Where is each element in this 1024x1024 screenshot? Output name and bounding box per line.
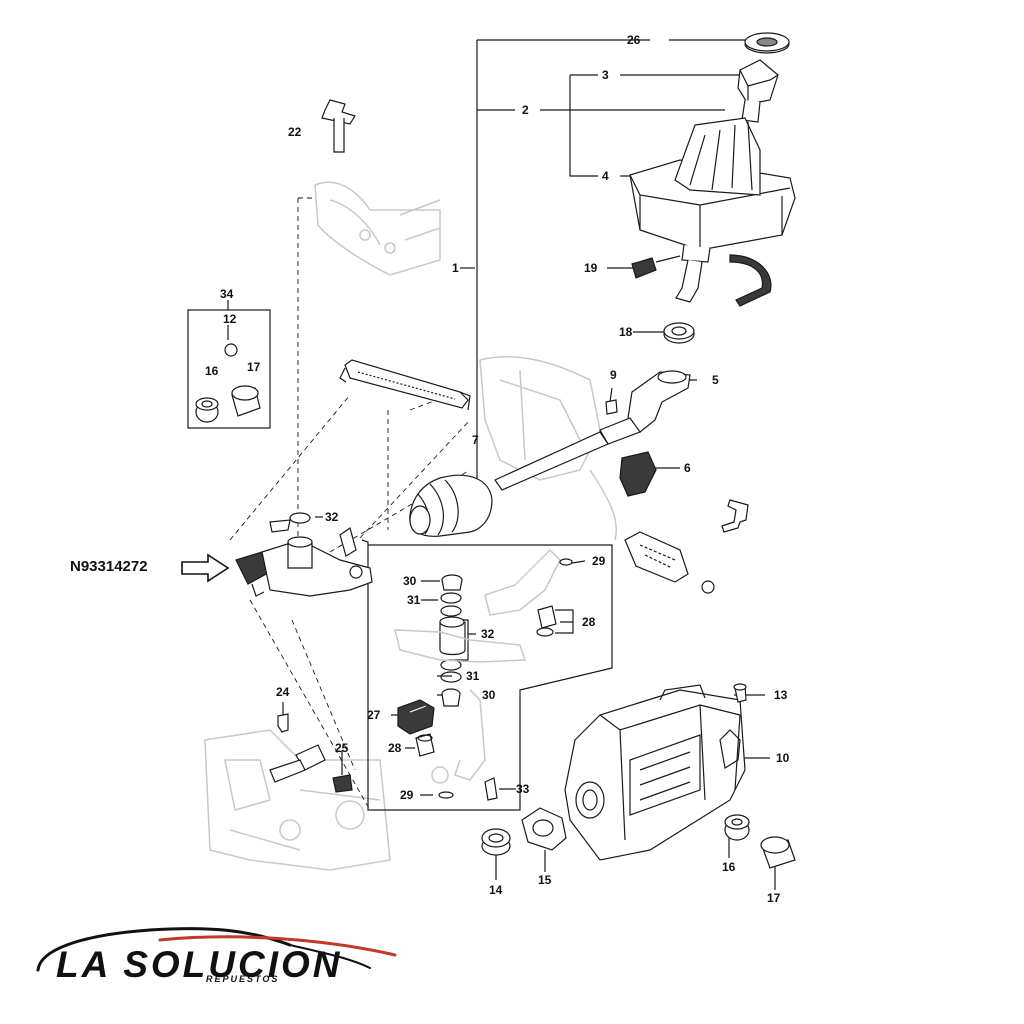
- callout-7: 7: [472, 433, 479, 447]
- clip-pin-22: [321, 99, 356, 153]
- spring-28-upper: [536, 605, 557, 637]
- retaining-clip: [721, 499, 749, 533]
- shift-boot-4: [629, 117, 796, 303]
- callout-1: 1: [452, 261, 459, 275]
- brand-logo: LA SOLUCION REPUESTOS: [30, 918, 410, 998]
- bolt-9: [605, 399, 618, 415]
- seal-ring-18: [663, 322, 695, 344]
- bushing-16-left: [195, 397, 219, 423]
- callout-34: 34: [220, 287, 234, 301]
- ghost-chassis-top: [314, 181, 441, 276]
- pin-24: [277, 713, 289, 733]
- callout-31-top: 31: [407, 593, 421, 607]
- callout-16-right: 16: [722, 860, 736, 874]
- callout-18: 18: [619, 325, 633, 339]
- boot-strap: [729, 254, 772, 307]
- washer-31-top-2: [440, 605, 462, 617]
- clip-19: [631, 255, 681, 279]
- shift-shaft: [494, 431, 609, 491]
- shift-mechanism-frame: [361, 539, 613, 811]
- logo-name: LA SOLUCION: [56, 944, 343, 985]
- callout-27: 27: [367, 708, 381, 722]
- callout-6: 6: [684, 461, 691, 475]
- callout-32-mid: 32: [481, 627, 495, 641]
- leader-lines: [227, 39, 776, 890]
- inset-box-34: [187, 309, 271, 429]
- callout-33: 33: [516, 782, 530, 796]
- bushing-16-right: [724, 814, 750, 841]
- callout-3: 3: [602, 68, 609, 82]
- screw-25: [332, 774, 353, 793]
- fork-lever: [269, 744, 326, 783]
- selector-link: [624, 531, 715, 594]
- callout-22: 22: [288, 125, 302, 139]
- insert-6: [619, 451, 657, 497]
- callout-32-top: 32: [325, 510, 339, 524]
- callout-24: 24: [276, 685, 290, 699]
- logo-tagline: REPUESTOS: [206, 974, 280, 984]
- bushing-14: [481, 828, 511, 856]
- bolt-33: [484, 777, 498, 801]
- part-arrow-icon: [181, 553, 230, 583]
- callout-17-right: 17: [767, 891, 781, 905]
- shift-rod-bracket: [339, 359, 471, 411]
- callout-15: 15: [538, 873, 552, 887]
- shift-lever-housing-5: [599, 370, 691, 445]
- callout-2: 2: [522, 103, 529, 117]
- callout-29-bottom: 29: [400, 788, 414, 802]
- callout-29-top: 29: [592, 554, 606, 568]
- callout-19: 19: [584, 261, 598, 275]
- callout-30-bottom: 30: [482, 688, 496, 702]
- ghost-gearbox-bottom: [204, 729, 391, 871]
- o-ring-12: [224, 343, 238, 357]
- cap-17-right: [760, 836, 796, 869]
- callout-25: 25: [335, 741, 349, 755]
- callout-5: 5: [712, 373, 719, 387]
- cap-17-left: [231, 385, 261, 417]
- shift-mechanism-32: [235, 512, 373, 597]
- bushing-32-center: [439, 616, 466, 656]
- ghost-chassis-mid: [479, 356, 617, 541]
- cap-30-top: [441, 574, 463, 591]
- clip-29-upper: [559, 558, 573, 566]
- callout-16-left: 16: [205, 364, 219, 378]
- block-27: [397, 699, 435, 735]
- bolt-13: [733, 683, 747, 703]
- callout-4: 4: [602, 169, 609, 183]
- callout-31-bottom: 31: [466, 669, 480, 683]
- spring-28-lower: [415, 733, 435, 757]
- callout-28-top: 28: [582, 615, 596, 629]
- callout-26: 26: [627, 33, 641, 47]
- callout-28-bottom: 28: [388, 741, 402, 755]
- callout-14: 14: [489, 883, 503, 897]
- washer-31-bottom-2: [440, 671, 462, 683]
- logo-swoosh: [36, 927, 397, 972]
- callout-13: 13: [774, 688, 788, 702]
- rubber-boot-7: [409, 474, 493, 537]
- callout-12: 12: [223, 312, 237, 326]
- flange-15: [521, 807, 567, 851]
- clip-29-lower: [438, 791, 454, 799]
- knob-cap-26: [744, 32, 790, 54]
- callout-9: 9: [610, 368, 617, 382]
- callout-labels: 26 3 2 4 22 1 19 34 12 16 17 18 9 5 7 6 …: [205, 33, 790, 905]
- callout-17-left: 17: [247, 360, 261, 374]
- cap-30-bottom: [441, 688, 461, 707]
- gearbox-housing-10: [564, 684, 746, 861]
- callout-30-top: 30: [403, 574, 417, 588]
- callout-10: 10: [776, 751, 790, 765]
- part-number-label: N93314272: [70, 558, 148, 575]
- shift-knob-3: [737, 59, 779, 123]
- ghost-shift-forks: [394, 548, 561, 784]
- washer-31-top: [440, 592, 462, 604]
